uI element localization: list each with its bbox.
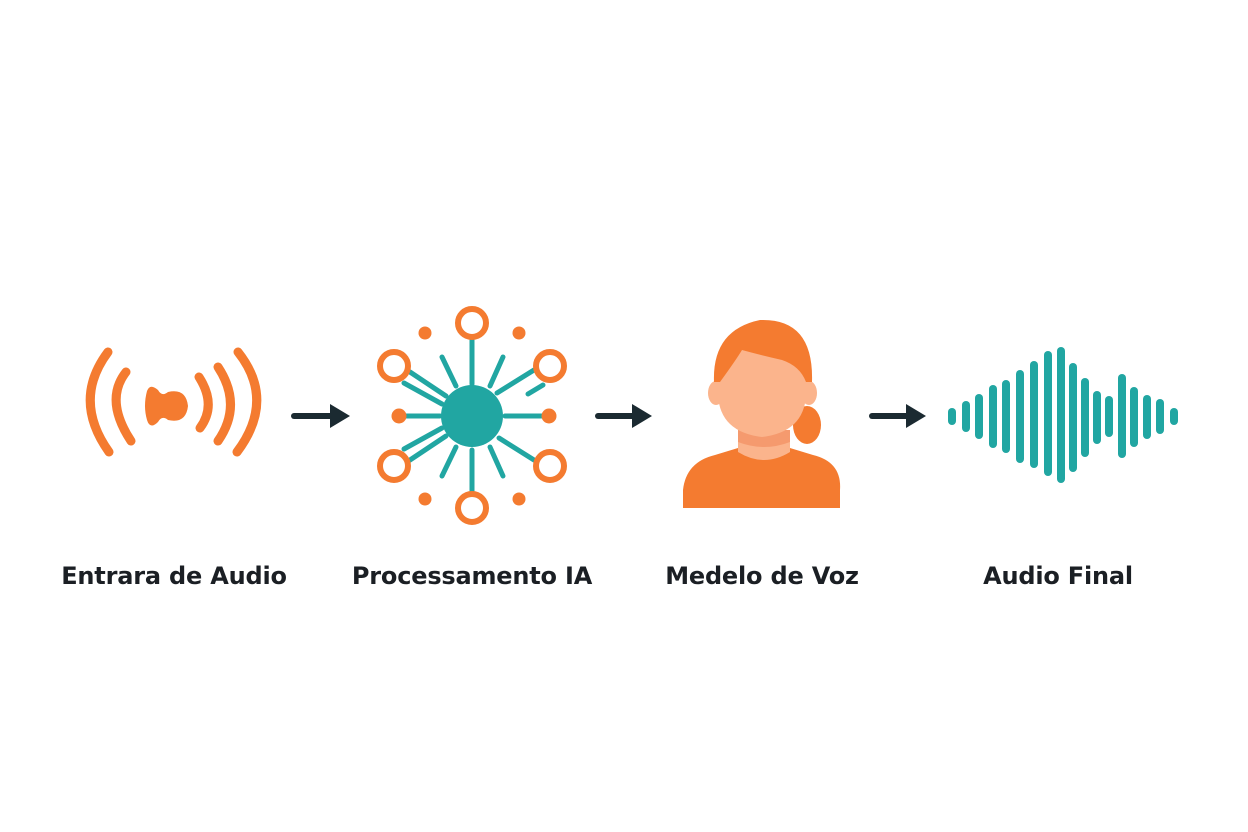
arrow-right-icon <box>869 404 926 428</box>
step-label-audio-input: Entrara de Audio <box>61 562 287 590</box>
audio-waveform-icon <box>948 347 1178 483</box>
neural-network-hub-icon <box>377 306 567 525</box>
step-label-ai-processing: Processamento IA <box>351 562 593 590</box>
sound-waves-icon <box>85 347 262 457</box>
person-avatar-icon <box>683 319 841 508</box>
arrow-right-icon <box>291 404 350 428</box>
step-label-voice-model: Medelo de Voz <box>665 562 859 590</box>
arrow-right-icon <box>595 404 652 428</box>
step-label-final-audio: Audio Final <box>983 562 1133 590</box>
